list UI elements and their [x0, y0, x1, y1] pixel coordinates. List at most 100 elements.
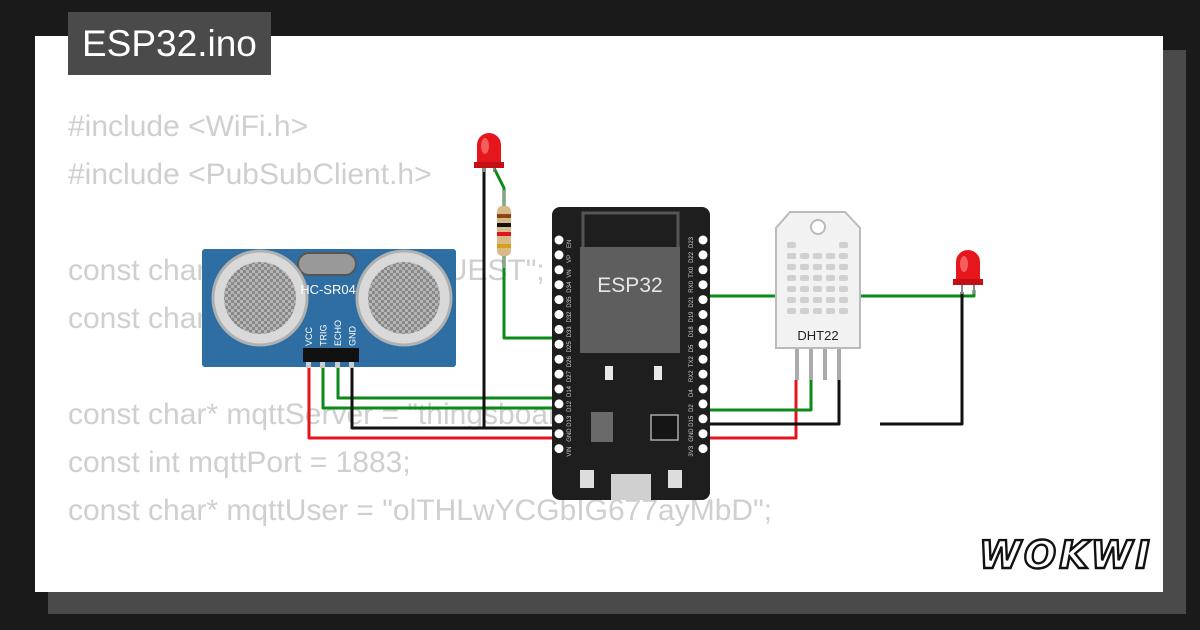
esp32-pin[interactable] — [554, 369, 564, 379]
wire-trig — [321, 365, 559, 410]
esp32-pin-label: RX2 — [689, 370, 695, 382]
esp32-pin-label: VP — [567, 255, 573, 263]
dht22-vent — [787, 253, 796, 259]
esp32-pin[interactable] — [698, 295, 708, 305]
esp32-label: ESP32 — [597, 274, 662, 297]
esp32-pin-label: GND — [567, 428, 573, 442]
wires — [307, 167, 976, 440]
esp32-pin-label: TX2 — [689, 356, 695, 368]
esp32-left-pins: ENVPVND34D35D32D33D25D26D27D14D12D13GNDV… — [554, 235, 573, 457]
code-line: #include <PubSubClient.h> — [68, 158, 432, 191]
esp32-pin[interactable] — [698, 414, 708, 424]
esp32-pin[interactable] — [554, 280, 564, 290]
esp32-pin-label: D5 — [689, 344, 695, 352]
ultrasonic-pin-label: ECHO — [333, 320, 343, 346]
dht22-sensor[interactable]: DHT22 — [775, 211, 861, 380]
dht22-vent — [800, 253, 809, 259]
esp32-pin-label: VIN — [567, 447, 573, 457]
esp32-pin-label: D13 — [567, 415, 573, 427]
dht22-label: DHT22 — [797, 328, 838, 343]
esp32-pin[interactable] — [698, 324, 708, 334]
led-red-2[interactable] — [953, 250, 983, 294]
esp32-pin-label: D25 — [567, 341, 573, 353]
esp32-pin[interactable] — [698, 280, 708, 290]
esp32-pin[interactable] — [554, 250, 564, 260]
dht22-vent — [813, 264, 822, 270]
esp32-pin-label: D32 — [567, 311, 573, 323]
boot-button[interactable] — [580, 470, 594, 488]
esp32-board[interactable]: ESP32 ENVPVND34D35D32D33D25D26D27D14D12D… — [552, 207, 710, 500]
dht22-vent — [787, 275, 796, 281]
esp32-pin[interactable] — [554, 384, 564, 394]
code-line: const char* mqttUser = "olTHLwYCGbIG677a… — [68, 494, 773, 527]
esp32-pin-label: D4 — [689, 389, 695, 397]
esp32-pin[interactable] — [554, 399, 564, 409]
esp32-pin[interactable] — [554, 235, 564, 245]
wire-led2-gnd — [880, 292, 964, 426]
esp32-pin[interactable] — [698, 339, 708, 349]
dht22-vent — [787, 308, 796, 314]
esp32-pin[interactable] — [554, 354, 564, 364]
esp32-pin[interactable] — [698, 354, 708, 364]
resistor[interactable] — [497, 190, 511, 268]
esp32-pin[interactable] — [554, 444, 564, 454]
wire-led1-gnd — [482, 168, 559, 430]
esp32-pin-label: D35 — [567, 296, 573, 308]
dht22-vent — [839, 297, 848, 303]
esp32-pin[interactable] — [698, 310, 708, 319]
code-line: const int mqttPort = 1883; — [68, 446, 411, 479]
esp32-pin[interactable] — [554, 324, 564, 334]
esp32-pin-label: D15 — [689, 415, 695, 427]
reset-button[interactable] — [668, 470, 682, 488]
esp32-pin-label: TX0 — [689, 266, 695, 278]
esp32-pin[interactable] — [698, 429, 708, 439]
code-line: #include <WiFi.h> — [68, 110, 309, 143]
wire-dht-3v3 — [703, 380, 798, 440]
esp32-pin[interactable] — [698, 265, 708, 275]
esp32-pin[interactable] — [554, 265, 564, 275]
dht22-vent — [839, 286, 848, 292]
esp32-pin-label: D27 — [567, 370, 573, 382]
esp32-pin[interactable] — [698, 399, 708, 409]
dht22-vent — [787, 264, 796, 270]
ultrasonic-pin-label: GND — [348, 326, 358, 347]
dht22-vent — [813, 286, 822, 292]
wokwi-logo: WOKWI — [978, 532, 1151, 578]
esp32-pin-label: D34 — [567, 281, 573, 293]
dht22-vent — [800, 297, 809, 303]
wire-dht-d15 — [703, 380, 813, 412]
dht22-vent — [826, 297, 835, 303]
usb-port — [611, 474, 651, 500]
esp32-pin-label: D2 — [689, 404, 695, 412]
esp32-right-pins: D23D22TX0RX0D21D19D18D5TX2RX2D4D2D15GND3… — [689, 235, 708, 457]
led-red-1[interactable] — [474, 133, 504, 172]
dht22-vent — [813, 275, 822, 281]
esp32-pin[interactable] — [698, 369, 708, 379]
esp32-pin[interactable] — [554, 295, 564, 305]
esp32-pin[interactable] — [554, 339, 564, 349]
dht22-vent — [800, 264, 809, 270]
dht22-vent — [826, 253, 835, 259]
wire-dht-gnd — [703, 380, 841, 426]
esp32-pin-label: GND — [689, 428, 695, 442]
esp32-pin-label: D21 — [689, 296, 695, 308]
esp32-pin-label: D12 — [567, 400, 573, 412]
dht22-vent — [839, 253, 848, 259]
esp32-pin-label: RX0 — [689, 280, 695, 292]
dht22-vent — [813, 308, 822, 314]
esp32-pin[interactable] — [698, 444, 708, 454]
esp32-pin[interactable] — [554, 429, 564, 439]
dht22-vent — [839, 264, 848, 270]
esp32-pin[interactable] — [698, 250, 708, 260]
esp32-pin[interactable] — [554, 414, 564, 424]
esp32-pin-label: D18 — [689, 326, 695, 338]
esp32-pin[interactable] — [698, 384, 708, 394]
dht22-vent — [826, 286, 835, 292]
dht22-vent — [800, 308, 809, 314]
esp32-pin-label: 3V3 — [689, 445, 695, 456]
esp32-pin[interactable] — [554, 310, 564, 319]
esp32-pin[interactable] — [698, 235, 708, 245]
